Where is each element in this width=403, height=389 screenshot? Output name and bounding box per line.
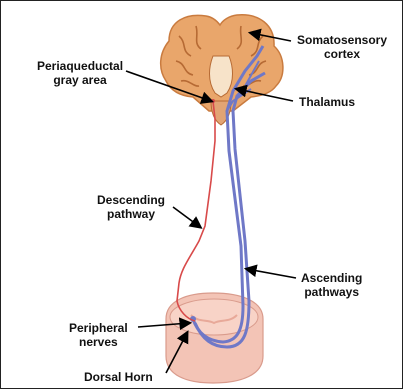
- label-peripheral-nerves: Peripheral nerves: [69, 321, 128, 349]
- label-thalamus: Thalamus: [299, 95, 355, 109]
- label-descending-pathway: Descending pathway: [97, 193, 165, 221]
- label-periaqueductal-gray-area: Periaqueductal gray area: [37, 59, 123, 87]
- label-somatosensory-line1: Somatosensory: [297, 33, 387, 47]
- label-ascending-pathways: Ascending pathways: [301, 271, 362, 299]
- label-peripheral-line1: Peripheral: [69, 321, 128, 335]
- label-somatosensory-line2: cortex: [297, 47, 387, 61]
- label-periaqueductal-line2: gray area: [37, 73, 123, 87]
- label-dorsal-horn: Dorsal Horn: [84, 370, 153, 384]
- label-periaqueductal-line1: Periaqueductal: [37, 59, 123, 73]
- descending-pathway-line: [177, 99, 215, 321]
- label-ascending-line1: Ascending: [301, 271, 362, 285]
- label-ascending-line2: pathways: [301, 285, 362, 299]
- brain-coronal-section: [161, 15, 283, 125]
- label-somatosensory-cortex: Somatosensory cortex: [297, 33, 387, 61]
- label-descending-line1: Descending: [97, 193, 165, 207]
- label-peripheral-line2: nerves: [69, 335, 128, 349]
- label-descending-line2: pathway: [97, 207, 165, 221]
- leader-descending: [173, 207, 200, 227]
- leader-ascending: [247, 269, 296, 278]
